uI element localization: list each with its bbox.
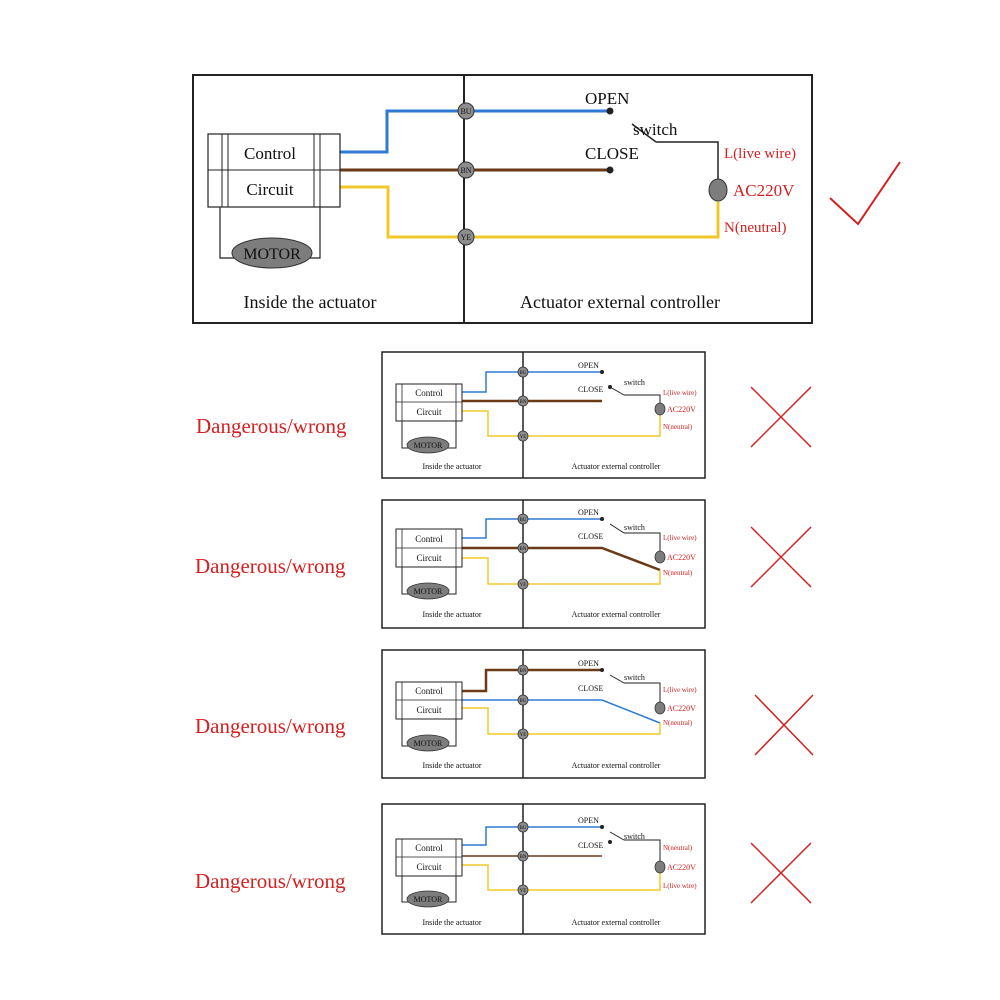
blue-wire [340, 109, 610, 154]
svg-text:CLOSE: CLOSE [585, 144, 639, 163]
svg-text:Circuit: Circuit [246, 180, 293, 199]
svg-text:OPEN: OPEN [578, 816, 599, 825]
svg-text:OPEN: OPEN [578, 659, 599, 668]
svg-text:MOTOR: MOTOR [414, 587, 443, 596]
svg-text:CLOSE: CLOSE [578, 385, 603, 394]
svg-text:YE: YE [520, 583, 527, 588]
svg-text:BN: BN [520, 669, 527, 674]
wrong-label-1: Dangerous/wrong [196, 414, 347, 438]
terminal-bu [457, 102, 475, 120]
svg-text:Inside the actuator: Inside the actuator [422, 610, 481, 619]
svg-text:Inside the actuator: Inside the actuator [422, 761, 481, 770]
svg-text:Inside the actuator: Inside the actuator [244, 292, 377, 312]
svg-text:BN: BN [520, 400, 527, 405]
wrong-wiring-diagram-4: BU BN YE Control Circuit MOTOR OPEN CLOS… [381, 803, 706, 935]
svg-text:BU: BU [460, 107, 471, 116]
svg-text:Actuator external controller: Actuator external controller [520, 292, 720, 312]
wrong-wiring-diagram-1: BU BN YE Control Circuit MOTOR OPEN CLOS… [381, 351, 706, 479]
svg-text:Control: Control [415, 388, 443, 398]
svg-text:YE: YE [520, 435, 527, 440]
checkmark-icon [829, 161, 901, 226]
cross-icon [754, 694, 814, 756]
svg-text:AC220V: AC220V [667, 405, 696, 414]
svg-text:switch: switch [624, 523, 645, 532]
svg-text:YE: YE [520, 889, 527, 894]
svg-text:N(neutral): N(neutral) [663, 844, 693, 852]
svg-text:AC220V: AC220V [667, 704, 696, 713]
svg-text:YE: YE [461, 233, 472, 242]
svg-text:Actuator external controller: Actuator external controller [572, 761, 661, 770]
svg-text:Control: Control [244, 144, 296, 163]
svg-text:AC220V: AC220V [667, 553, 696, 562]
correct-wiring-diagram: BU BN YE Control Circuit MOTOR OPEN CLOS… [192, 74, 813, 324]
wrong-label-3: Dangerous/wrong [195, 714, 346, 738]
svg-text:CLOSE: CLOSE [578, 841, 603, 850]
yellow-wire [340, 185, 720, 239]
svg-text:L(live wire): L(live wire) [663, 882, 697, 890]
svg-text:Inside the actuator: Inside the actuator [422, 918, 481, 927]
svg-text:switch: switch [633, 120, 678, 139]
cross-icon [750, 526, 812, 588]
wrong-wiring-diagram-2: BU BN YE Control Circuit MOTOR OPEN CLOS… [381, 499, 706, 629]
svg-text:BU: BU [520, 826, 527, 831]
svg-text:Circuit: Circuit [417, 553, 442, 563]
svg-text:N(neutral): N(neutral) [663, 423, 693, 431]
svg-text:YE: YE [520, 733, 527, 738]
wrong-wiring-diagram-3: BN BU YE Control Circuit MOTOR OPEN CLOS… [381, 649, 706, 779]
svg-text:N(neutral): N(neutral) [663, 569, 693, 577]
svg-text:N(neutral): N(neutral) [663, 719, 693, 727]
svg-text:OPEN: OPEN [578, 361, 599, 370]
svg-text:BN: BN [520, 855, 527, 860]
svg-text:Control: Control [415, 686, 443, 696]
svg-text:L(live wire): L(live wire) [663, 686, 697, 694]
svg-text:Control: Control [415, 843, 443, 853]
svg-text:BU: BU [520, 371, 527, 376]
svg-text:Actuator external controller: Actuator external controller [572, 462, 661, 471]
svg-text:MOTOR: MOTOR [414, 441, 443, 450]
cross-icon [750, 386, 812, 448]
svg-text:MOTOR: MOTOR [414, 895, 443, 904]
wrong-label-2: Dangerous/wrong [195, 554, 346, 578]
svg-text:AC220V: AC220V [733, 181, 795, 200]
svg-text:AC220V: AC220V [667, 863, 696, 872]
wrong-label-4: Dangerous/wrong [195, 869, 346, 893]
svg-text:BN: BN [460, 166, 471, 175]
svg-text:CLOSE: CLOSE [578, 532, 603, 541]
svg-text:Control: Control [415, 534, 443, 544]
svg-text:L(live wire): L(live wire) [663, 389, 697, 397]
cross-icon [750, 842, 812, 904]
motor [231, 237, 313, 269]
svg-text:OPEN: OPEN [578, 508, 599, 517]
svg-text:OPEN: OPEN [585, 89, 629, 108]
svg-text:switch: switch [624, 832, 645, 841]
svg-text:MOTOR: MOTOR [414, 739, 443, 748]
svg-text:BN: BN [520, 547, 527, 552]
svg-text:switch: switch [624, 673, 645, 682]
svg-text:N(neutral): N(neutral) [724, 220, 786, 236]
svg-text:Circuit: Circuit [417, 705, 442, 715]
svg-text:Circuit: Circuit [417, 407, 442, 417]
svg-text:Actuator external controller: Actuator external controller [572, 918, 661, 927]
terminal-bn [457, 161, 475, 179]
svg-text:BU: BU [520, 518, 527, 523]
svg-text:CLOSE: CLOSE [578, 684, 603, 693]
svg-text:Circuit: Circuit [417, 862, 442, 872]
svg-text:L(live wire): L(live wire) [663, 534, 697, 542]
svg-text:Inside the actuator: Inside the actuator [422, 462, 481, 471]
svg-text:BU: BU [520, 699, 527, 704]
svg-text:MOTOR: MOTOR [243, 246, 301, 263]
svg-text:Actuator external controller: Actuator external controller [572, 610, 661, 619]
svg-text:switch: switch [624, 378, 645, 387]
power-source [708, 178, 728, 202]
switch-lever [631, 123, 657, 143]
terminal-ye [457, 228, 475, 246]
svg-text:L(live wire): L(live wire) [724, 146, 796, 162]
